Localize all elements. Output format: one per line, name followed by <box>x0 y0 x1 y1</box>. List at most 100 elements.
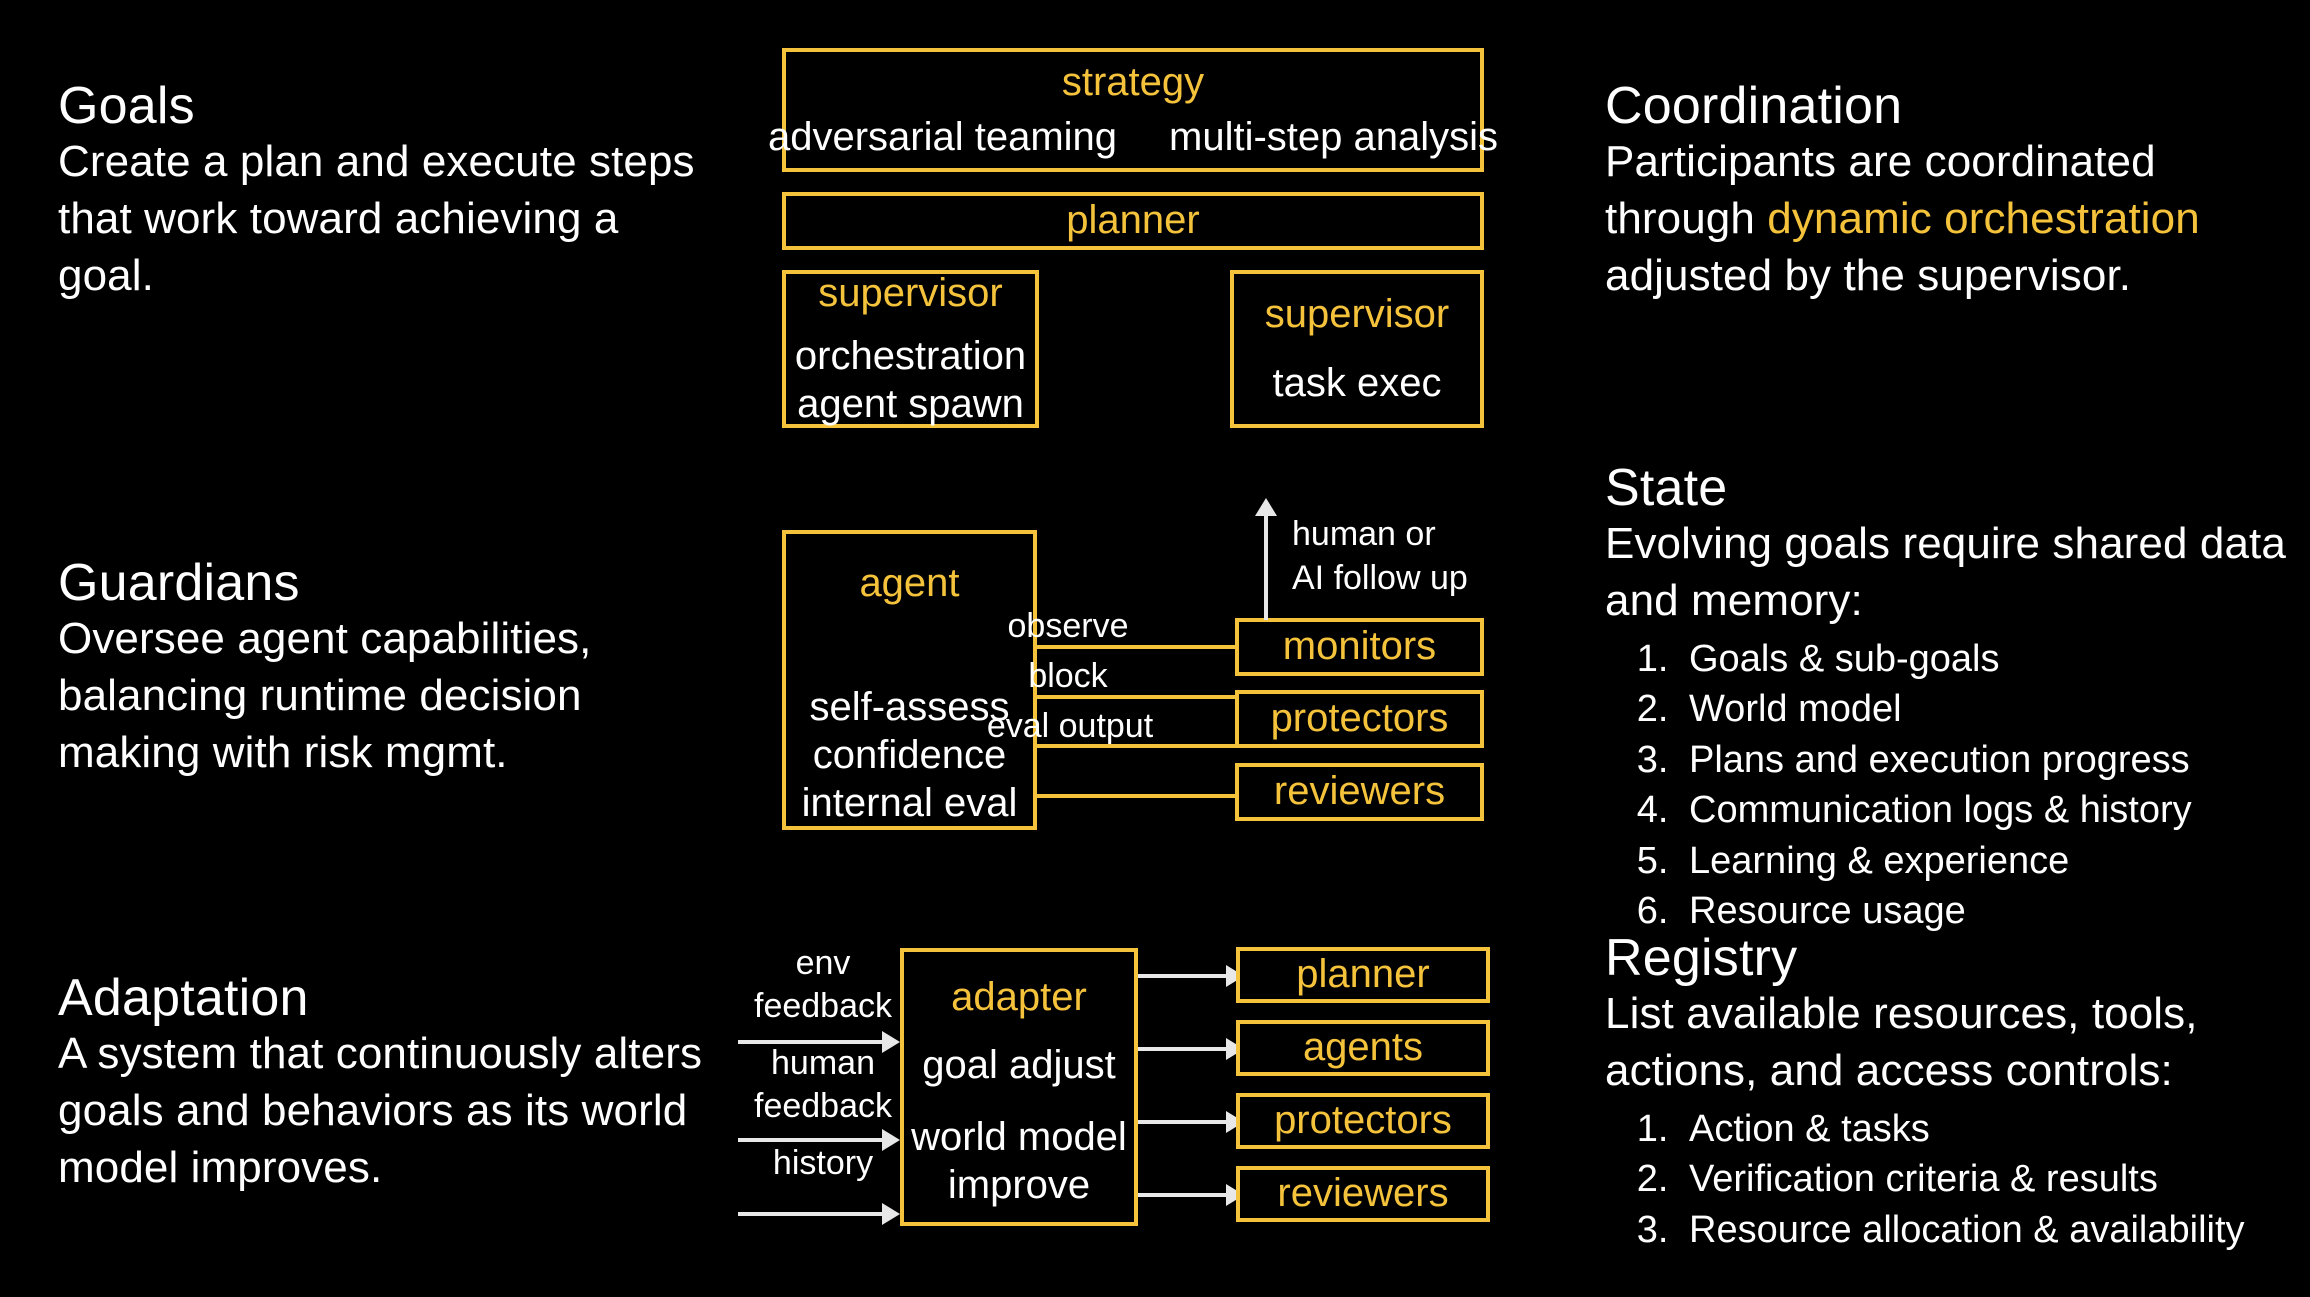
registry-list: Action & tasks Verification criteria & r… <box>1605 1104 2305 1256</box>
agent-box-line2: confidence <box>812 733 1007 778</box>
protectors-box: protectors <box>1235 690 1484 748</box>
coordination-body-part1: Participants are coordinated through <box>1605 137 2156 243</box>
state-section: State Evolving goals require shared data… <box>1605 460 2305 937</box>
output-agents-box: agents <box>1236 1020 1490 1076</box>
strategy-item-multi-step-analysis: multi-step analysis <box>1169 114 1499 159</box>
output-reviewers-arrow-line <box>1138 1193 1230 1197</box>
output-planner-box: planner <box>1236 947 1490 1003</box>
list-item: Plans and execution progress <box>1679 735 2305 786</box>
followup-arrow-head-icon <box>1255 498 1277 516</box>
adapter-box-line2a: world model <box>911 1115 1127 1160</box>
adapter-box-line1: goal adjust <box>922 1043 1116 1088</box>
list-item: Learning & experience <box>1679 836 2305 887</box>
list-item: Action & tasks <box>1679 1104 2305 1155</box>
input-env-arrow-line <box>738 1040 884 1044</box>
input-human-arrow-head-icon <box>882 1129 900 1151</box>
planner-box-title: planner <box>1066 198 1200 243</box>
followup-label: human or AI follow up <box>1292 512 1512 600</box>
guardians-section: Guardians Oversee agent capabilities, ba… <box>58 555 718 781</box>
adapter-box-title: adapter <box>951 975 1087 1019</box>
input-env-feedback-line1: env <box>795 944 851 982</box>
list-item: Resource usage <box>1679 886 2305 937</box>
strategy-item-adversarial-teaming: adversarial teaming <box>767 114 1118 159</box>
planner-box: planner <box>782 192 1484 250</box>
connector-block <box>1033 744 1237 748</box>
registry-title: Registry <box>1605 929 1798 987</box>
agent-box: agent self-assess confidence internal ev… <box>782 530 1037 830</box>
coordination-body: Participants are coordinated through dyn… <box>1605 134 2285 304</box>
input-human-feedback-line1: human <box>771 1044 875 1082</box>
strategy-box: strategy adversarial teaming multi-step … <box>768 48 1498 172</box>
coordination-diagram: strategy adversarial teaming multi-step … <box>768 48 1498 428</box>
guardians-title: Guardians <box>58 554 300 612</box>
edge-label-observe: observe <box>1007 607 1129 645</box>
coordination-body-part2: adjusted by the supervisor. <box>1605 250 2132 300</box>
input-human-feedback-line2: feedback <box>754 1086 892 1125</box>
goals-title: Goals <box>58 77 195 135</box>
agent-box-line1: self-assess <box>809 685 1010 730</box>
list-item: Goals & sub-goals <box>1679 634 2305 685</box>
supervisor-right-line1: task exec <box>1272 360 1442 405</box>
registry-body: List available resources, tools, actions… <box>1605 989 2198 1095</box>
strategy-box-items: adversarial teaming multi-step analysis <box>768 113 1498 161</box>
registry-section: Registry List available resources, tools… <box>1605 930 2305 1255</box>
output-reviewers-box: reviewers <box>1236 1166 1490 1222</box>
guardians-diagram: agent self-assess confidence internal ev… <box>782 498 1490 838</box>
output-agents-arrow-line <box>1138 1047 1230 1051</box>
state-list: Goals & sub-goals World model Plans and … <box>1605 634 2305 937</box>
adaptation-title: Adaptation <box>58 969 309 1027</box>
followup-label-line1: human or <box>1292 515 1436 553</box>
adaptation-body: A system that continuously alters goals … <box>58 1029 703 1192</box>
connector-observe <box>1033 645 1237 649</box>
input-history-label: history <box>738 1142 908 1185</box>
coordination-body-highlight: dynamic orchestration <box>1767 193 2200 243</box>
input-human-feedback-label: human feedback <box>738 1042 908 1127</box>
output-planner-arrow-line <box>1138 974 1230 978</box>
agent-box-line3: internal eval <box>801 781 1018 826</box>
adapter-box-line2b: improve <box>947 1163 1091 1208</box>
reviewers-box-title: reviewers <box>1273 769 1446 814</box>
output-protectors-box: protectors <box>1236 1093 1490 1149</box>
output-reviewers-title: reviewers <box>1277 1171 1449 1216</box>
monitors-box: monitors <box>1235 618 1484 676</box>
adaptation-section: Adaptation A system that continuously al… <box>58 970 738 1196</box>
coordination-section: Coordination Participants are coordinate… <box>1605 78 2285 304</box>
list-item: Communication logs & history <box>1679 785 2305 836</box>
input-env-feedback-label: env feedback <box>738 942 908 1027</box>
edge-label-eval-output: eval output <box>986 707 1154 745</box>
input-history-arrow-head-icon <box>882 1203 900 1225</box>
supervisor-left-line1: orchestration <box>794 333 1027 378</box>
input-env-feedback-line2: feedback <box>754 986 892 1025</box>
strategy-box-title: strategy <box>1061 60 1205 105</box>
supervisor-left-line2: agent spawn <box>797 381 1024 426</box>
output-agents-title: agents <box>1302 1025 1424 1070</box>
input-history-arrow-line <box>738 1212 884 1216</box>
supervisor-left-title: supervisor <box>818 271 1003 316</box>
goals-body: Create a plan and execute steps that wor… <box>58 137 695 300</box>
list-item: Resource allocation & availability <box>1679 1205 2305 1256</box>
protectors-box-title: protectors <box>1270 696 1449 741</box>
connector-observe-stub <box>1033 695 1237 699</box>
reviewers-box: reviewers <box>1235 763 1484 821</box>
supervisor-right-box: supervisor task exec <box>1230 270 1484 428</box>
output-planner-title: planner <box>1296 952 1430 997</box>
adapter-box: adapter goal adjust world model improve <box>900 948 1138 1226</box>
output-protectors-title: protectors <box>1274 1098 1452 1143</box>
list-item: World model <box>1679 684 2305 735</box>
coordination-title: Coordination <box>1605 77 1903 135</box>
adaptation-diagram: env feedback human feedback history adap… <box>738 930 1490 1240</box>
supervisor-right-title: supervisor <box>1264 292 1450 337</box>
monitors-box-title: monitors <box>1282 624 1437 669</box>
guardians-body: Oversee agent capabilities, balancing ru… <box>58 614 592 777</box>
agent-box-title: agent <box>859 561 960 605</box>
list-item: Verification criteria & results <box>1679 1154 2305 1205</box>
goals-section: Goals Create a plan and execute steps th… <box>58 78 718 304</box>
state-title: State <box>1605 459 1728 517</box>
input-env-arrow-head-icon <box>882 1031 900 1053</box>
input-history-line: history <box>772 1144 874 1182</box>
input-human-arrow-line <box>738 1138 884 1142</box>
output-protectors-arrow-line <box>1138 1120 1230 1124</box>
state-body: Evolving goals require shared data and m… <box>1605 519 2286 625</box>
followup-label-line2: AI follow up <box>1292 559 1468 598</box>
